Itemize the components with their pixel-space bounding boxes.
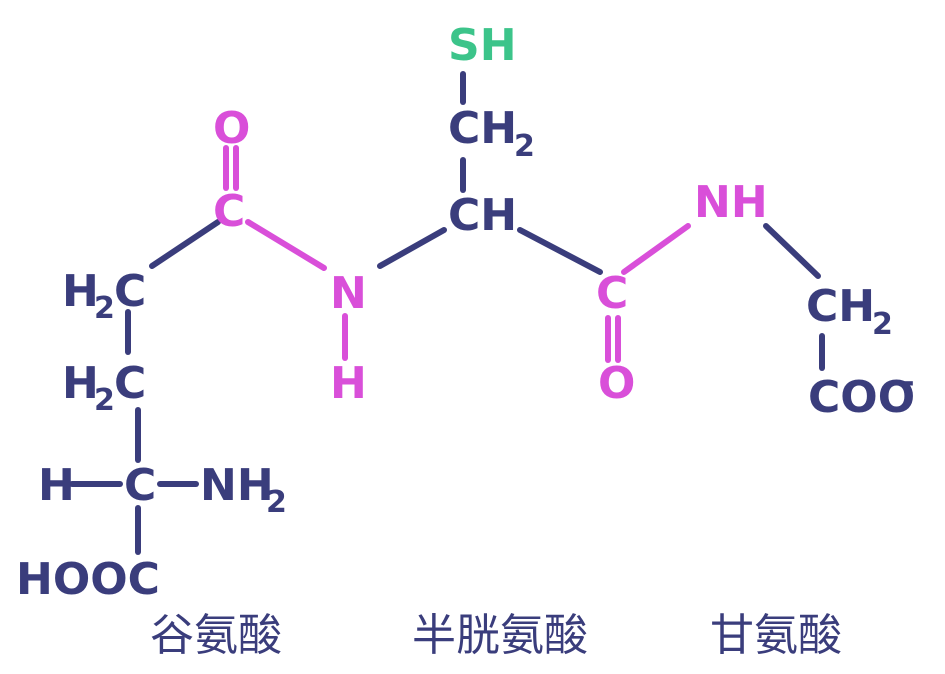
atom-h2c-2-c: C <box>114 358 146 409</box>
label-cysteine: 半胱氨酸 <box>412 610 588 661</box>
atom-c-right: C <box>596 268 628 319</box>
atom-ch2-gly: CH <box>806 281 875 332</box>
label-glycine: 甘氨酸 <box>710 610 842 661</box>
residue-labels: 谷氨酸 半胱氨酸 甘氨酸 <box>150 610 842 661</box>
atom-nh2: NH <box>200 460 274 511</box>
bond-h2c-c <box>149 219 221 269</box>
atom-n-mid: N <box>330 268 367 319</box>
atom-h-left: H <box>38 460 75 511</box>
atom-h2c-1-sub: 2 <box>94 291 115 326</box>
bond-c-n <box>245 219 327 271</box>
bond-nh-ch2 <box>763 223 821 279</box>
atom-c-top: C <box>213 186 245 237</box>
atom-o-bottom: O <box>598 358 635 409</box>
atom-nh-gly: NH <box>694 177 768 228</box>
atom-ch2-cys-sub: 2 <box>514 129 535 164</box>
atoms: SH CH 2 O C CH NH H 2 C N C CH 2 H H 2 C… <box>16 20 915 605</box>
atom-sh: SH <box>448 20 517 71</box>
atom-c-alpha: C <box>124 460 156 511</box>
bonds <box>69 71 825 555</box>
atom-coo: COO <box>808 372 915 423</box>
atom-h2c-2-h: H <box>62 358 99 409</box>
atom-nh2-sub: 2 <box>266 485 287 520</box>
atom-hooc: HOOC <box>16 554 160 605</box>
bond-c-nh <box>621 223 691 275</box>
atom-coo-charge: - <box>902 365 914 400</box>
bond-n-ch <box>377 227 447 269</box>
atom-o-top: O <box>213 103 250 154</box>
atom-h2c-1-c: C <box>114 266 146 317</box>
atom-ch-cys: CH <box>448 190 517 241</box>
label-glutamate: 谷氨酸 <box>150 610 282 661</box>
bond-ch-c <box>517 227 603 275</box>
atom-h-bottom: H <box>330 358 367 409</box>
atom-h2c-1-h: H <box>62 266 99 317</box>
atom-h2c-2-sub: 2 <box>94 383 115 418</box>
atom-ch2-gly-sub: 2 <box>872 307 893 342</box>
atom-ch2-cys: CH <box>448 103 517 154</box>
